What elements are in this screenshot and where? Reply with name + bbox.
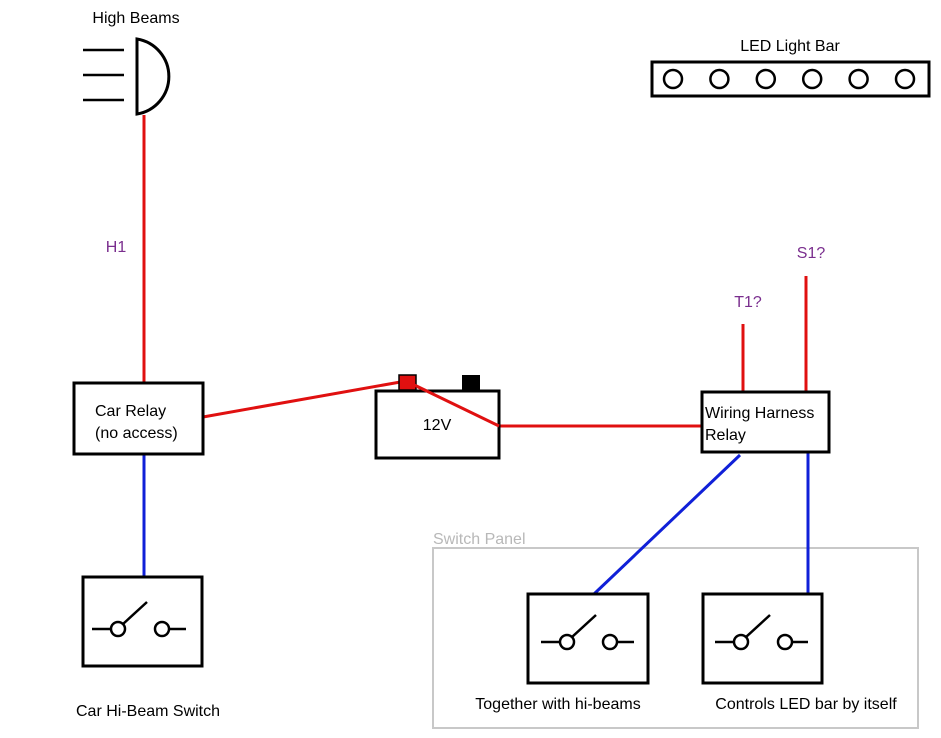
together-switch-label: Together with hi-beams	[475, 696, 640, 713]
harness-relay-label-line2: Relay	[705, 427, 746, 444]
car-relay-label-line2: (no access)	[95, 425, 178, 442]
led-light-icon	[894, 68, 916, 90]
headlight-icon	[83, 37, 171, 116]
battery-wire-overlay	[405, 379, 500, 428]
open-switch-icon	[92, 601, 186, 638]
t1-label: T1?	[734, 294, 762, 311]
switch-panel-label: Switch Panel	[433, 531, 526, 548]
car-relay-label-line1: Car Relay	[95, 403, 166, 420]
open-switch-icon	[715, 614, 808, 651]
led-light-bar-label: LED Light Bar	[740, 38, 840, 55]
led-light-icon	[801, 68, 823, 90]
led-light-icon	[662, 68, 684, 90]
car-hi-beam-switch	[81, 575, 204, 668]
led-light-icon	[709, 68, 730, 90]
led-light-icon	[848, 68, 869, 90]
led-switch-label: Controls LED bar by itself	[715, 696, 897, 713]
s1-label: S1?	[797, 245, 826, 262]
led-light-icon	[755, 68, 777, 90]
wire-car-relay-to-battery	[202, 379, 407, 419]
led-bar-switch	[701, 592, 824, 685]
wire-harness-to-together-switch	[592, 453, 742, 596]
car-switch-label: Car Hi-Beam Switch	[76, 703, 220, 720]
harness-relay-box	[700, 390, 831, 454]
led-light-bar-leds	[662, 68, 916, 90]
battery-label: 12V	[423, 417, 452, 434]
battery-box	[374, 389, 501, 460]
car-relay-box	[72, 381, 205, 456]
open-switch-icon	[541, 614, 634, 651]
battery-negative-terminal	[462, 375, 480, 390]
harness-relay-label-line1: Wiring Harness	[705, 405, 814, 422]
switch-panel-box	[432, 547, 919, 729]
together-switch	[526, 592, 650, 685]
h1-label: H1	[106, 239, 127, 256]
led-light-bar	[650, 60, 931, 98]
high-beams-label: High Beams	[92, 10, 179, 27]
